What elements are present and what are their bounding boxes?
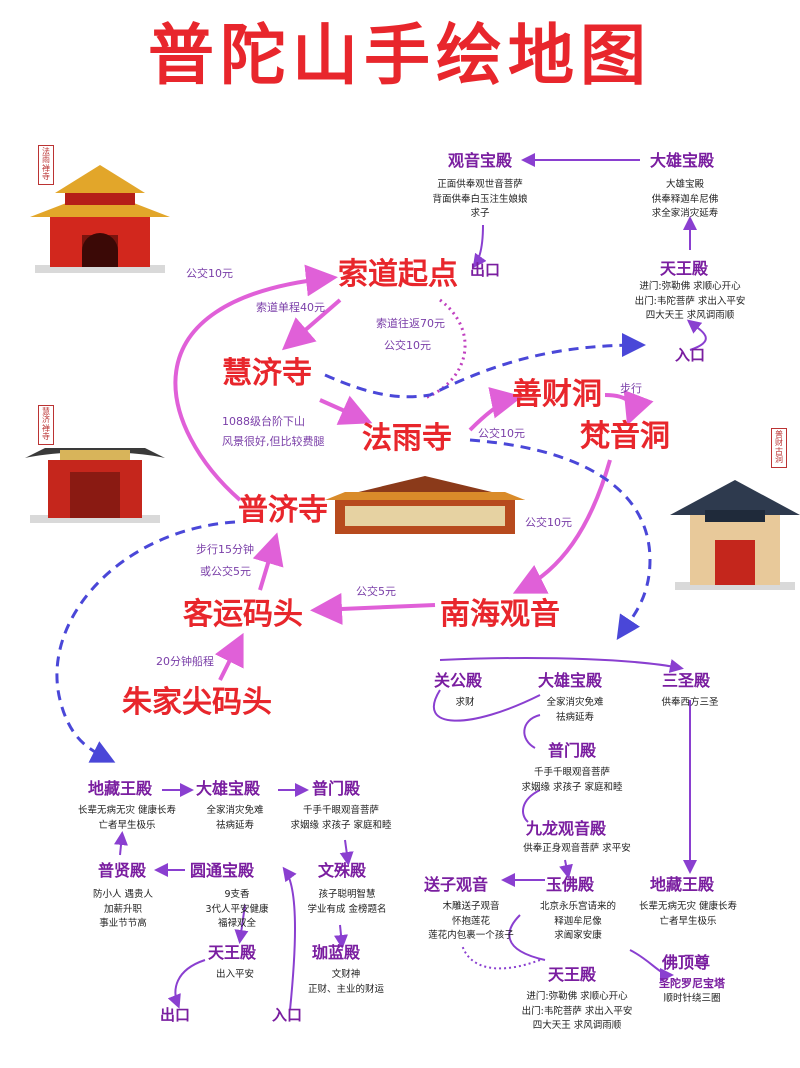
route-label-stairs2: 风景很好,但比较费腿 (222, 435, 325, 448)
place-zhujiajian[interactable]: 朱家尖码头 (122, 685, 272, 720)
nanhai-songzi-hall[interactable]: 送子观音 (424, 875, 489, 894)
place-puji[interactable]: 普济寺 (238, 493, 328, 528)
nanhai-daxiong-desc: 全家消灾免难祛病延寿 (546, 697, 604, 723)
nanhai-daxiong-hall[interactable]: 大雄宝殿 (538, 671, 603, 690)
fayu-guanyin-hall[interactable]: 观音宝殿 (448, 151, 513, 170)
nanhai-sansheng-desc: 供奉西方三圣 (661, 697, 719, 708)
route-huiji-to-fayu (319, 395, 373, 425)
route-label-bus10-top: 公交10元 (186, 267, 233, 280)
route-puji-area-dashed (55, 520, 236, 763)
puji-tianwang-desc: 出入平安 (215, 969, 254, 980)
place-nanhai[interactable]: 南海观音 (440, 597, 560, 632)
route-label-bus10-fanyin: 公交10元 (525, 516, 572, 529)
place-suodao[interactable]: 索道起点 (338, 257, 458, 292)
nanhai-guangong-desc: 求财 (455, 697, 475, 708)
route-fayu-to-shancai (468, 387, 523, 432)
route-suodao-fayu-dotted (424, 298, 467, 400)
puji-entrance[interactable]: 入口 (272, 1006, 303, 1024)
route-shancai-to-fanyin (604, 389, 654, 426)
nanhai-tianwang-hall[interactable]: 天王殿 (548, 965, 597, 984)
nanhai-pumen-desc: 千手千眼观音菩萨求姻缘 求孩子 家庭和睦 (521, 767, 623, 793)
nanhai-songzi-desc: 木雕送子观音怀抱莲花莲花内包裹一个孩子 (428, 901, 514, 942)
puji-tianwang-hall[interactable]: 天王殿 (208, 943, 257, 962)
route-zhujiajian-to-keyun (214, 632, 244, 681)
shancai-plaque: 普财古洞 (771, 428, 787, 468)
route-label-bus5: 公交5元 (356, 585, 396, 598)
puji-wenshu-hall[interactable]: 文殊殿 (318, 861, 367, 880)
huiji-temple-illustration (25, 448, 165, 523)
route-label-walk15-1: 步行15分钟 (196, 543, 254, 556)
nanhai-pumen-hall[interactable]: 普门殿 (548, 741, 597, 760)
nanhai-jiulong-hall[interactable]: 九龙观音殿 (526, 819, 607, 838)
puji-dizang-hall[interactable]: 地藏王殿 (88, 779, 153, 798)
fayu-hall-illustration (325, 476, 525, 534)
route-label-cable-round: 索道往返70元 (376, 317, 445, 330)
route-puji-to-suodao (173, 264, 338, 502)
fayu-tianwang-hall[interactable]: 天王殿 (660, 259, 709, 278)
puji-daxiong-hall[interactable]: 大雄宝殿 (196, 779, 261, 798)
route-label-bus10-fayu: 公交10元 (478, 427, 525, 440)
route-label-cable-single: 索道单程40元 (256, 301, 325, 314)
place-fanyin[interactable]: 梵音洞 (580, 419, 670, 454)
nanhai-jiulong-desc: 供奉正身观音菩萨 求平安 (523, 843, 631, 854)
fayu-tianwang-desc: 进门:弥勒佛 求顺心开心出门:韦陀菩萨 求出入平安四大天王 求风调雨顺 (634, 281, 746, 322)
fayu-guanyin-desc: 正面供奉观世音菩萨背面供奉白玉注生娘娘求子 (432, 179, 528, 220)
puji-pumen-hall[interactable]: 普门殿 (312, 779, 361, 798)
puji-pumen-desc: 千手千眼观音菩萨求姻缘 求孩子 家庭和睦 (290, 805, 392, 831)
puji-daxiong-desc: 全家消灾免难祛病延寿 (206, 805, 264, 831)
route-fanyin-to-nanhai (512, 459, 612, 594)
nanhai-sansheng-hall[interactable]: 三圣殿 (662, 671, 711, 690)
fayu-daxiong-hall[interactable]: 大雄宝殿 (650, 151, 715, 170)
nanhai-guangong-hall[interactable]: 关公殿 (434, 671, 483, 690)
puji-puxian-hall[interactable]: 普贤殿 (98, 861, 147, 880)
route-label-walk15-2: 或公交5元 (200, 565, 251, 578)
route-label-stairs1: 1088级台阶下山 (222, 415, 305, 428)
fayu-plaque: 法雨禅寺 (38, 145, 54, 185)
nanhai-foding-desc: 圣陀罗尼宝塔顺时针绕三圈 (659, 977, 725, 1004)
huiji-plaque: 慧济禅寺 (38, 405, 54, 445)
nanhai-dizang-hall[interactable]: 地藏王殿 (650, 875, 715, 894)
nanhai-tianwang-desc: 进门:弥勒佛 求顺心开心出门:韦陀菩萨 求出入平安四大天王 求风调雨顺 (521, 991, 633, 1032)
place-keyun[interactable]: 客运码头 (183, 597, 303, 632)
route-label-bus10-cable: 公交10元 (384, 339, 431, 352)
puji-qielan-desc: 文财神正财、主业的财运 (307, 969, 384, 995)
place-huiji[interactable]: 慧济寺 (222, 356, 312, 391)
place-fayu[interactable]: 法雨寺 (362, 421, 452, 456)
route-label-walk: 步行 (620, 382, 642, 395)
puji-dizang-desc: 长辈无病无灾 健康长寿亡者早生极乐 (77, 805, 177, 831)
route-fayu-to-nanhai-area-dashed (469, 438, 652, 640)
shancai-cave-illustration (670, 480, 800, 590)
fayu-entrance[interactable]: 入口 (675, 346, 706, 364)
puji-puxian-desc: 防小人 遇贵人加薪升职事业节节高 (92, 889, 154, 930)
nanhai-foding-hall[interactable]: 佛顶尊 (662, 953, 711, 972)
nanhai-yufo-desc: 北京永乐宫请来的释迦牟尼像求阖家安康 (539, 901, 616, 942)
puji-exit[interactable]: 出口 (160, 1006, 191, 1024)
nanhai-dizang-desc: 长辈无病无灾 健康长寿亡者早生极乐 (638, 901, 738, 927)
fayu-temple-illustration (30, 165, 170, 273)
nanhai-yufo-hall[interactable]: 玉佛殿 (546, 875, 595, 894)
route-label-boat20: 20分钟船程 (156, 655, 214, 668)
fayu-daxiong-desc: 大雄宝殿供奉释迦牟尼佛求全家消灾延寿 (651, 179, 719, 220)
puji-wenshu-desc: 孩子聪明智慧学业有成 金榜题名 (307, 889, 387, 915)
route-huiji-fayu-dashed (324, 333, 646, 399)
route-suodao-to-huiji (281, 298, 342, 351)
map-title: 普陀山手绘地图 (148, 17, 652, 94)
puji-yuantong-hall[interactable]: 圆通宝殿 (190, 861, 255, 880)
place-shancai[interactable]: 善财洞 (512, 377, 602, 412)
route-keyun-to-puji (252, 532, 284, 591)
route-nanhai-to-keyun (310, 592, 436, 625)
puji-qielan-hall[interactable]: 珈蓝殿 (312, 943, 361, 962)
fayu-exit[interactable]: 出口 (470, 261, 501, 279)
